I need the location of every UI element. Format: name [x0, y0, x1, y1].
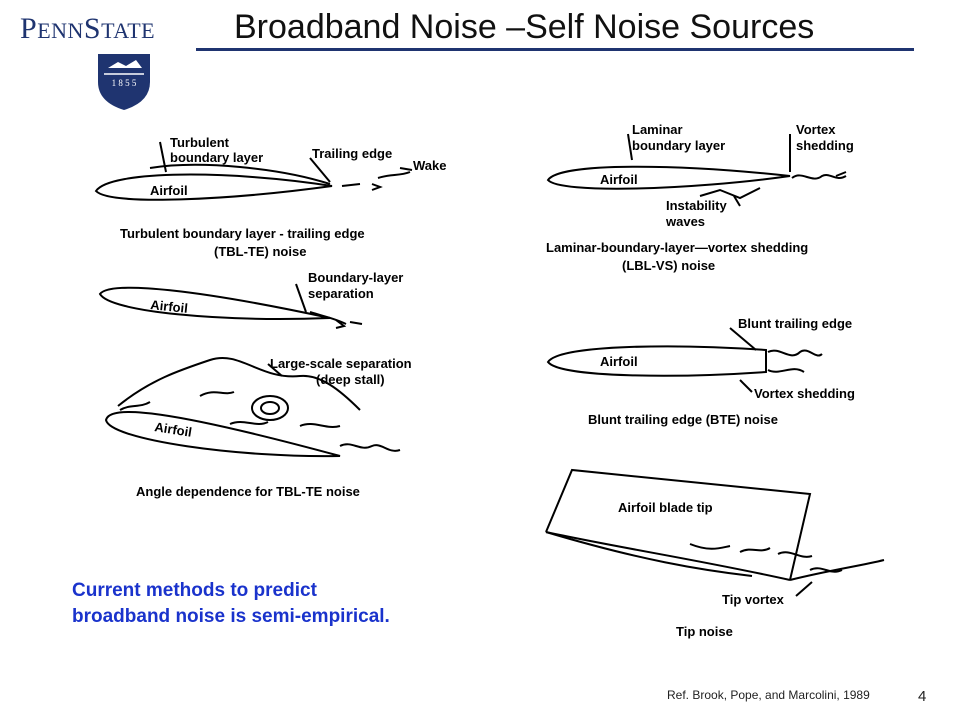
bte-label-airfoil: Airfoil: [600, 354, 638, 369]
reference-citation: Ref. Brook, Pope, and Marcolini, 1989: [667, 688, 870, 702]
stall-label-large-scale: Large-scale separation: [270, 356, 412, 371]
lbl-vs-diagram: [546, 133, 847, 207]
separation-label-separation: separation: [308, 286, 374, 301]
bte-diagram: [546, 327, 823, 393]
tip-label-blade-tip: Airfoil blade tip: [618, 500, 713, 515]
lbl-vs-label-waves: waves: [665, 214, 705, 229]
lbl-vs-caption-line2: (LBL-VS) noise: [622, 258, 715, 273]
page-title: Broadband Noise –Self Noise Sources: [234, 8, 815, 46]
lbl-vs-label-vortex: Vortex: [796, 122, 836, 137]
stall-diagram: [104, 357, 401, 458]
note-line-1: Current methods to predict: [72, 580, 317, 601]
bte-caption: Blunt trailing edge (BTE) noise: [588, 412, 778, 427]
lbl-vs-label-laminar: Laminar: [632, 122, 683, 137]
title-rule: [196, 48, 914, 51]
pennstate-logo: PENNSTATE: [20, 12, 155, 46]
stall-caption: Angle dependence for TBL-TE noise: [136, 484, 360, 499]
semi-empirical-note: Current methods to predict broadband noi…: [72, 578, 390, 629]
lbl-vs-label-shedding: shedding: [796, 138, 854, 153]
separation-diagram: [98, 283, 363, 329]
tbl-te-diagram: [94, 141, 413, 201]
separation-label-airfoil: Airfoil: [150, 297, 189, 316]
tbl-te-caption-line1: Turbulent boundary layer - trailing edge: [120, 226, 365, 241]
tbl-te-caption-line2: (TBL-TE) noise: [214, 244, 306, 259]
lbl-vs-label-boundary-layer: boundary layer: [632, 138, 725, 153]
logo-letter-s: S: [83, 12, 102, 45]
logo-letters-enn: ENN: [37, 18, 84, 43]
tbl-te-label-airfoil: Airfoil: [150, 183, 188, 198]
tip-diagram: [545, 468, 885, 597]
note-line-2: broadband noise is semi-empirical.: [72, 605, 390, 627]
page-number: 4: [918, 688, 927, 705]
lbl-vs-label-airfoil: Airfoil: [600, 172, 638, 187]
stall-label-airfoil: Airfoil: [154, 419, 193, 440]
shield-icon: 1 8 5 5: [98, 54, 150, 110]
tbl-te-label-trailing-edge: Trailing edge: [312, 146, 392, 161]
logo-letter-p: P: [20, 12, 38, 45]
tip-caption: Tip noise: [676, 624, 733, 639]
stall-label-deep-stall: (deep stall): [316, 372, 385, 387]
tbl-te-label-boundary-layer: boundary layer: [170, 150, 263, 165]
bte-label-blunt-trailing-edge: Blunt trailing edge: [738, 316, 852, 331]
bte-label-vortex-shedding: Vortex shedding: [754, 386, 855, 401]
separation-label-boundary-layer: Boundary-layer: [308, 270, 403, 285]
logo-letters-tate: TATE: [101, 18, 156, 43]
tip-label-tip-vortex: Tip vortex: [722, 592, 785, 607]
lbl-vs-caption-line1: Laminar-boundary-layer—vortex shedding: [546, 240, 808, 255]
tbl-te-label-turbulent: Turbulent: [170, 135, 230, 150]
tbl-te-label-wake: Wake: [413, 158, 446, 173]
shield-year: 1 8 5 5: [112, 78, 137, 88]
lbl-vs-label-instability: Instability: [666, 198, 727, 213]
